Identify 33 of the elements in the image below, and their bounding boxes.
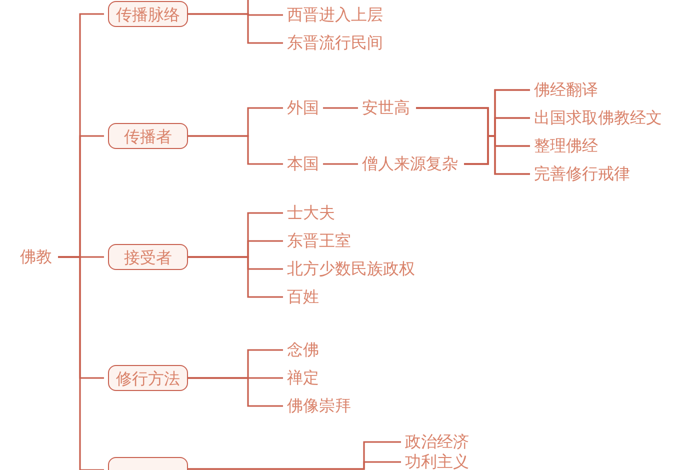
topic-text: 完善修行戒律 [534, 164, 630, 184]
topic-text: 出国求取佛教经文 [534, 108, 662, 128]
connector-line [188, 461, 401, 470]
connector-line [188, 13, 283, 44]
topic-text: 佛像崇拜 [287, 396, 351, 416]
topic-box: 传播者 [108, 123, 188, 149]
topic-text: 禅定 [287, 368, 319, 388]
connector-line [188, 135, 283, 165]
topic-text: 佛教 [20, 247, 52, 267]
topic-text: 东晋流行民间 [287, 33, 383, 53]
topic-text: 外国 [287, 98, 319, 118]
topic-text: 政治经济 [405, 432, 469, 452]
topic-text: 功利主义 [405, 452, 469, 470]
topic-text: 百姓 [287, 287, 319, 307]
topic-text: 北方少数民族政权 [287, 259, 415, 279]
connector-line [188, 256, 283, 298]
topic-text: 士大夫 [287, 203, 335, 223]
connector-line [188, 377, 283, 407]
connector-line [58, 256, 104, 470]
topic-box: 传播脉络 [108, 1, 188, 27]
connector-line [323, 163, 358, 165]
connector-line [464, 135, 530, 175]
topic-text: 僧人来源复杂 [362, 154, 458, 174]
topic-text: 东晋王室 [287, 231, 351, 251]
topic-box: 修行方法 [108, 365, 188, 391]
topic-text: 整理佛经 [534, 136, 598, 156]
topic-text: 念佛 [287, 340, 319, 360]
topic-box: 接受者 [108, 244, 188, 270]
topic-text: 西晋进入上层 [287, 5, 383, 25]
topic-text: 佛经翻译 [534, 80, 598, 100]
connector-line [323, 107, 358, 109]
topic-text: 安世高 [362, 98, 410, 118]
topic-text: 本国 [287, 154, 319, 174]
